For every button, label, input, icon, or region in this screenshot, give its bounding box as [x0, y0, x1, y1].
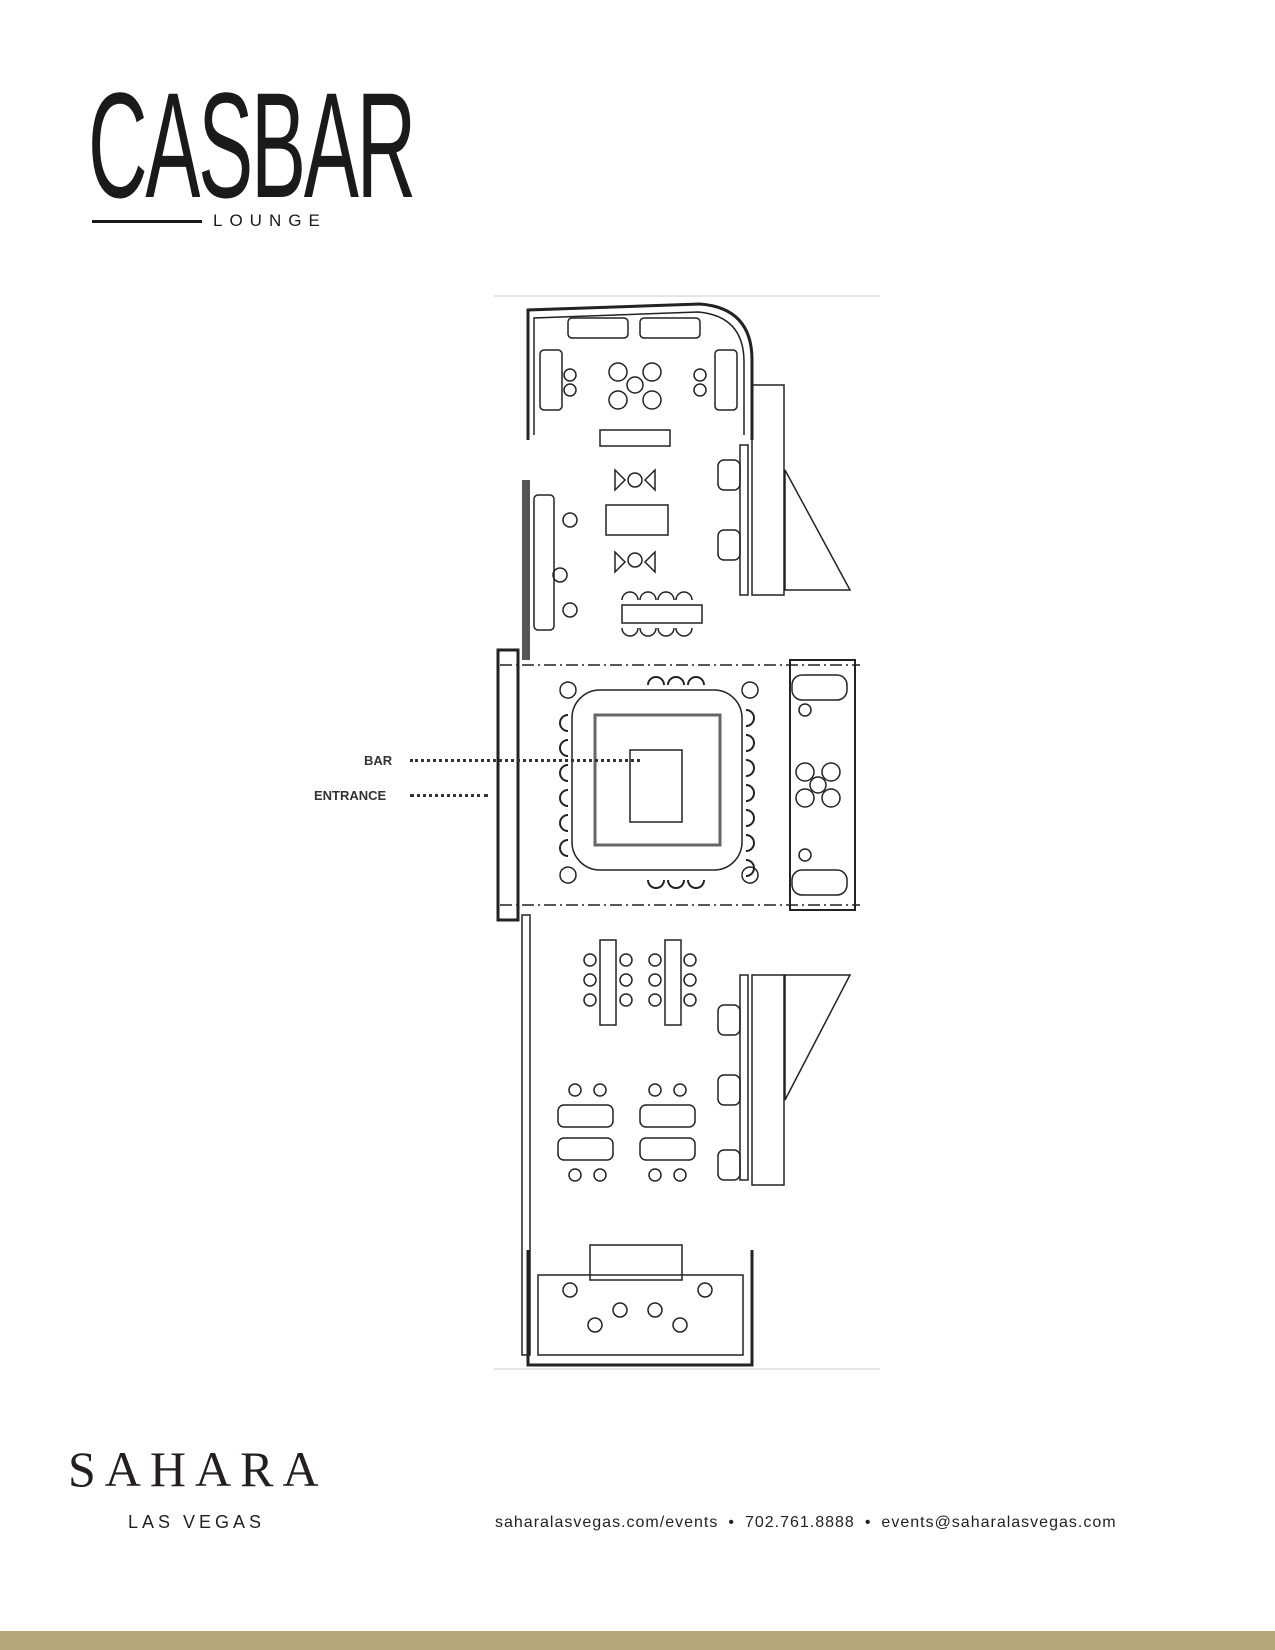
email-link[interactable]: events@saharalasvegas.com	[881, 1514, 1117, 1531]
sahara-logo: SAHARA	[68, 1441, 328, 1497]
bar-callout-leader	[410, 759, 640, 762]
right-booth-seating	[791, 674, 848, 896]
casbar-logo-title: CASBAR	[88, 61, 416, 229]
website-link[interactable]: saharalasvegas.com/events	[495, 1514, 719, 1531]
bar-counter	[559, 676, 759, 889]
bottom-lounge	[526, 1244, 754, 1367]
upper-seating	[552, 459, 741, 637]
sahara-logo-subtitle: LAS VEGAS	[128, 1512, 266, 1532]
floor-plan	[494, 295, 880, 1370]
entrance-callout-label: ENTRANCE	[314, 788, 387, 803]
footer-gold-bar	[0, 1631, 1275, 1650]
lower-seating	[557, 939, 741, 1182]
contact-line: saharalasvegas.com/events • 702.761.8888 • e…	[495, 1514, 1117, 1532]
top-lounge-seating	[539, 317, 738, 411]
casbar-logo-subtitle: LOUNGE	[213, 211, 327, 230]
logo-divider	[92, 220, 202, 223]
separator: •	[864, 1514, 872, 1531]
bar-callout-label: BAR	[364, 753, 393, 768]
phone-number[interactable]: 702.761.8888	[744, 1514, 855, 1531]
entrance-callout-leader	[410, 794, 488, 797]
separator: •	[728, 1514, 735, 1531]
